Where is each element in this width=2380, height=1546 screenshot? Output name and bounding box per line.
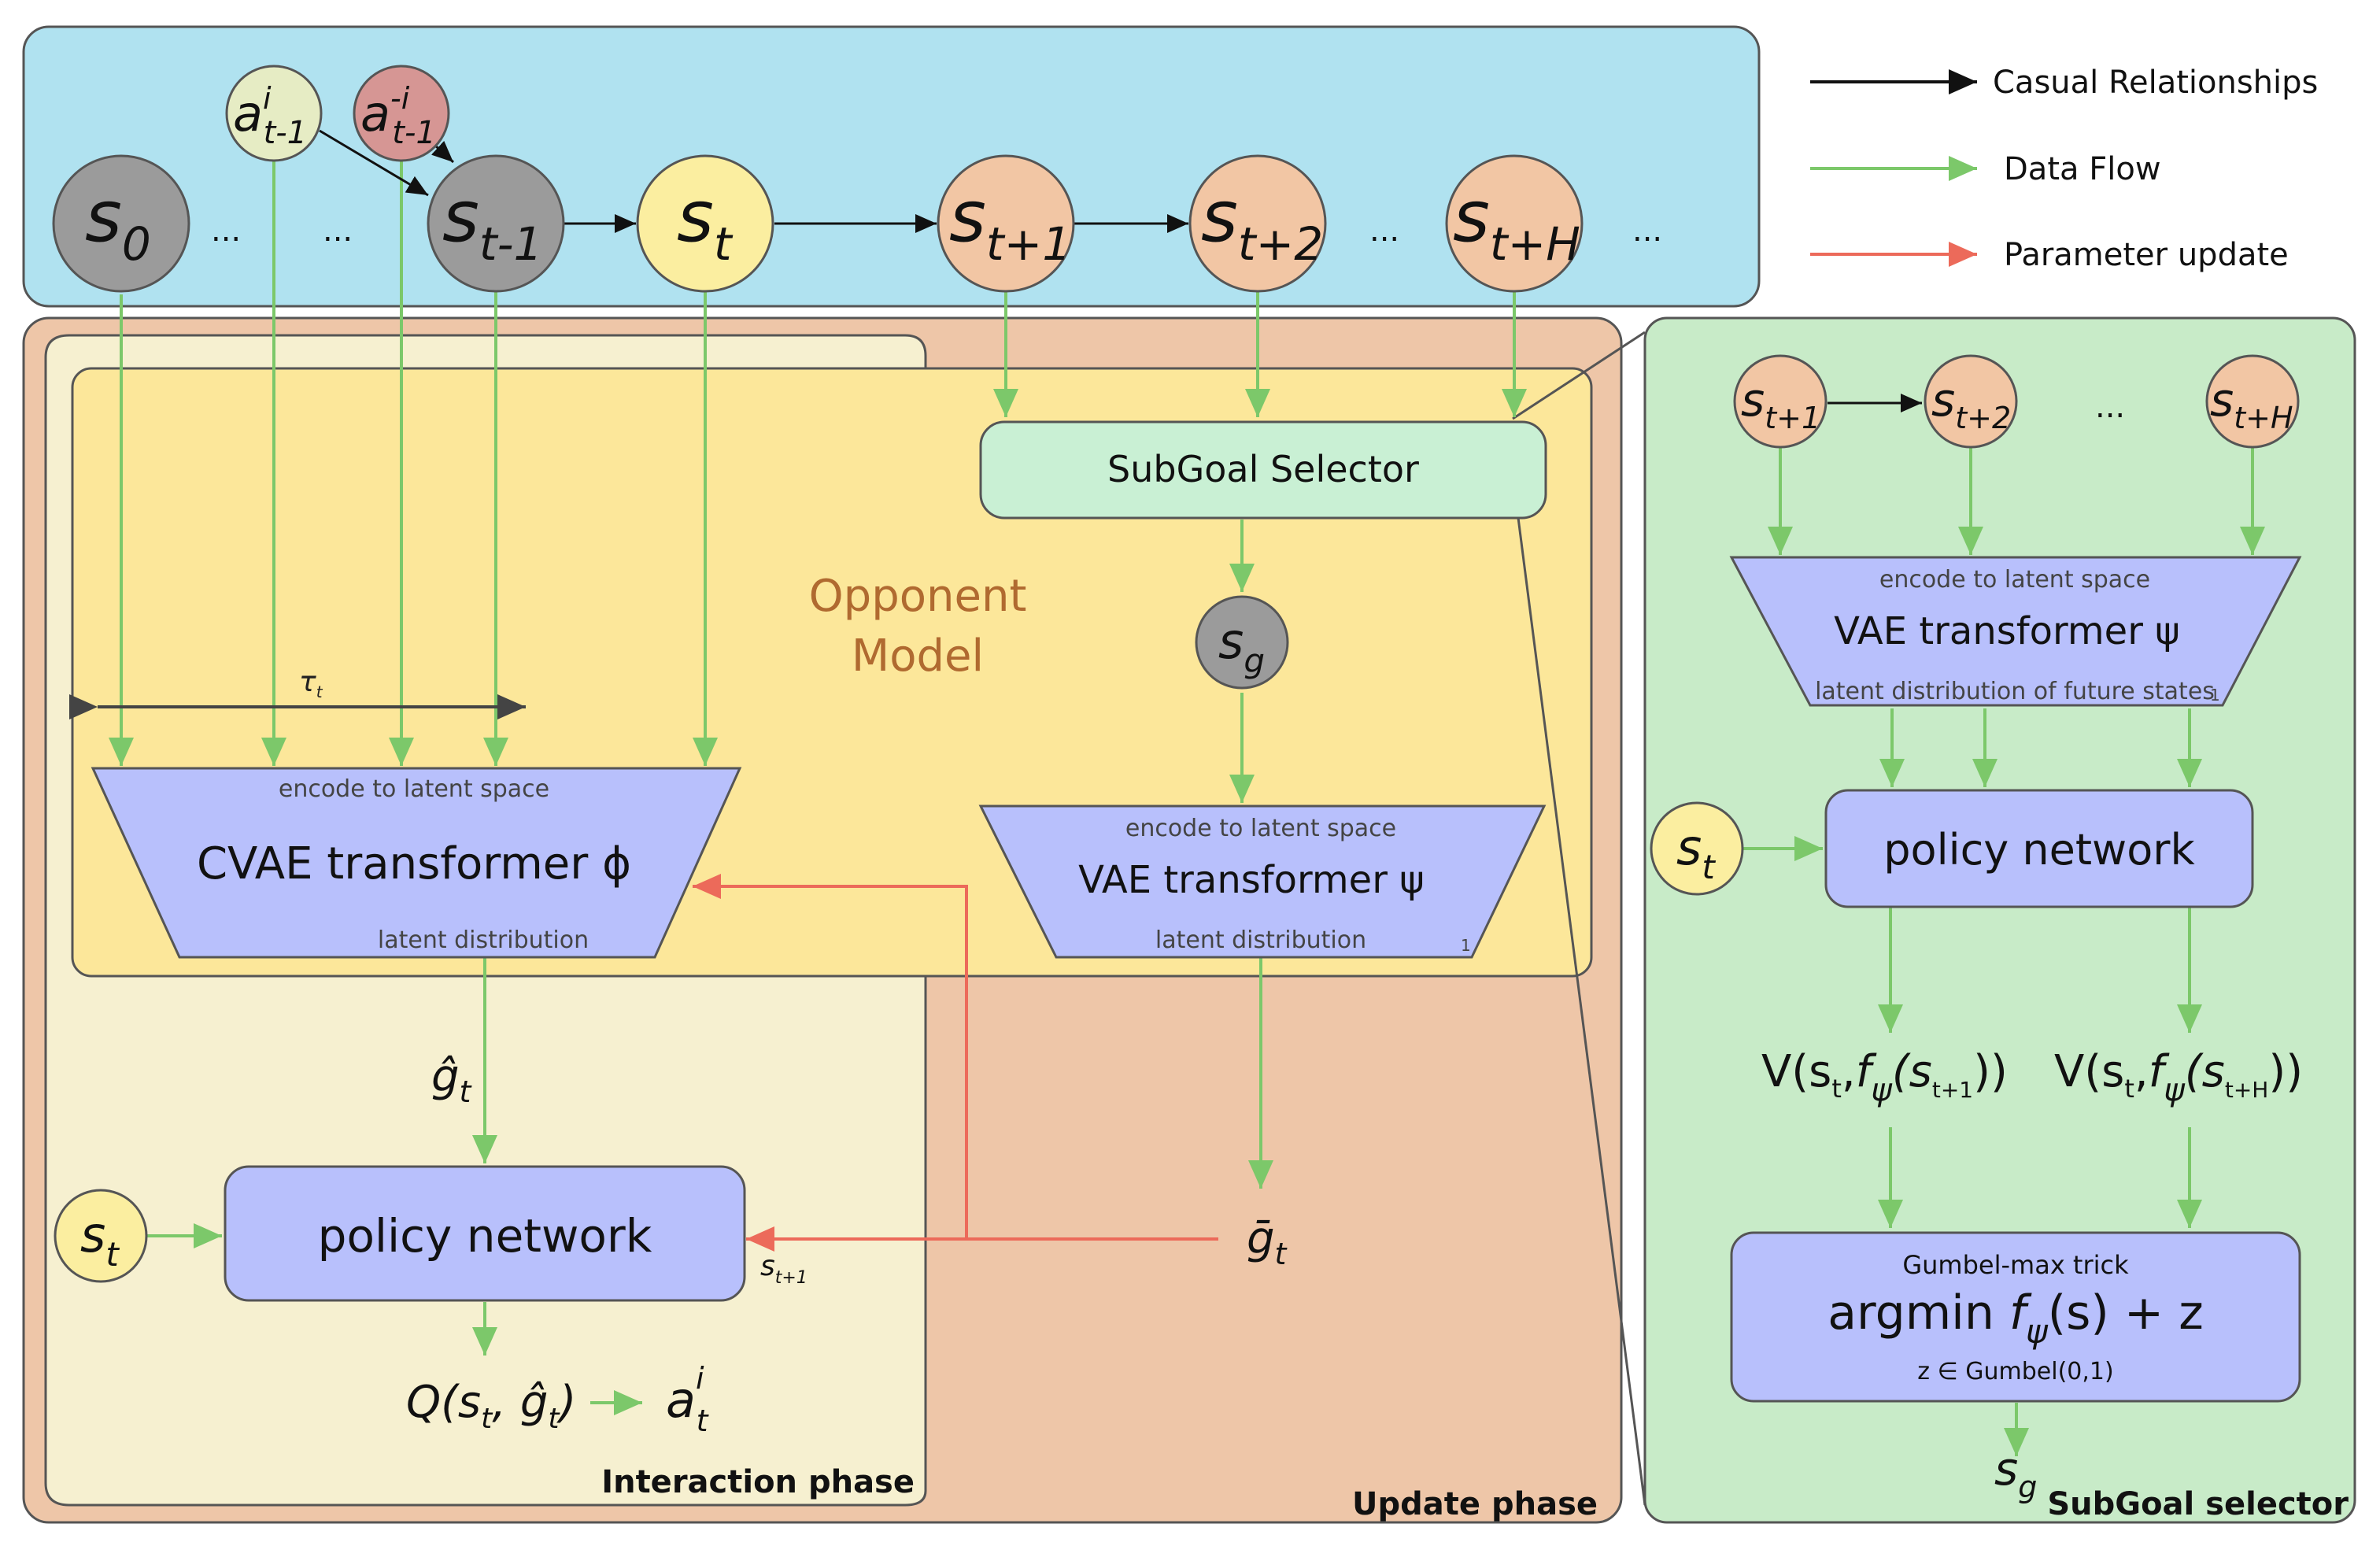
value-expression-2: V(st,fψ(st+H))	[2054, 1046, 2303, 1108]
subgoal-node-s-g: sg	[1195, 595, 1289, 690]
svg-text:st: st	[80, 1206, 120, 1274]
legend-causal-label: Casual Relationships	[1993, 65, 2318, 101]
gumbel-top-label: Gumbel-max trick	[1902, 1250, 2129, 1280]
rp-state-node-s-t: st	[1650, 801, 1744, 896]
vae-bottom-label: latent distribution	[1155, 926, 1366, 954]
parameter-update-arrows	[693, 874, 1218, 1252]
svg-text:policy network: policy network	[1883, 825, 2195, 875]
ellipsis-2: ...	[323, 213, 353, 249]
svg-text:st: st	[677, 176, 734, 271]
vae-index: 1	[1461, 936, 1471, 955]
svg-text:policy network: policy network	[318, 1209, 652, 1263]
legend-dataflow-label: Data Flow	[2004, 151, 2161, 187]
state-node-s0: s0	[52, 154, 190, 293]
causal-arrows	[319, 129, 1922, 412]
zoom-line-bottom	[1516, 511, 1646, 1506]
state-node-s-t-plus-2: st+2	[1188, 154, 1327, 293]
svg-text:st+H: st+H	[1453, 176, 1580, 271]
opponent-model-label-1: Opponent	[809, 571, 1027, 622]
data-flow-arrows	[109, 146, 2265, 1456]
svg-text:sg: sg	[1218, 612, 1265, 680]
svg-text:ait-1: ait-1	[233, 81, 307, 151]
tau-label: τt	[299, 666, 323, 701]
svg-text:st+H: st+H	[2210, 373, 2293, 435]
cvae-bottom-label: latent distribution	[378, 926, 589, 954]
rp-vae-transformer-block: encode to latent space VAE transformer ψ…	[1729, 556, 2302, 707]
interaction-phase-label: Interaction phase	[601, 1464, 915, 1500]
gumbel-argmin-expression: argmin fψ(s) + z	[1828, 1285, 2204, 1351]
q-value-expression: Q(st, ĝt)	[406, 1377, 576, 1435]
svg-text:st-1: st-1	[442, 176, 542, 271]
gumbel-bottom-label: z ∈ Gumbel(0,1)	[1917, 1358, 2113, 1385]
ellipsis-3: ...	[1369, 213, 1399, 249]
svg-text:st+1: st+1	[1741, 373, 1820, 435]
rp-state-node-s-t-plus-2: st+2	[1924, 354, 2018, 449]
svg-text:st+2: st+2	[1931, 373, 2011, 435]
rp-vae-top-label: encode to latent space	[1879, 566, 2150, 594]
ellipsis-1: ...	[211, 213, 241, 249]
rp-policy-network-block: policy network	[1824, 789, 2254, 908]
rp-state-node-s-t-plus-h: st+H	[2205, 354, 2300, 449]
g-bar-label: ḡt	[1247, 1213, 1288, 1271]
rp-vae-title: VAE transformer ψ	[1834, 609, 2180, 653]
subgoal-selector-box: SubGoal Selector	[979, 420, 1547, 520]
state-node-s-t-interaction: st	[54, 1189, 148, 1283]
legend-param-label: Parameter update	[2004, 237, 2289, 273]
s-next-label: st+1	[760, 1250, 808, 1288]
state-node-s-t-minus-1: st-1	[427, 154, 565, 293]
vae-title: VAE transformer ψ	[1078, 858, 1425, 902]
rp-vae-bottom-label: latent distribution of future states	[1815, 678, 2215, 705]
cvae-transformer-block: encode to latent space CVAE transformer …	[91, 767, 742, 959]
state-node-s-t-plus-h: st+H	[1445, 154, 1584, 293]
svg-text:st+2: st+2	[1201, 176, 1323, 271]
cvae-top-label: encode to latent space	[279, 775, 549, 803]
rp-subgoal-output: sg	[1994, 1442, 2037, 1504]
gumbel-max-block: Gumbel-max trick argmin fψ(s) + z z ∈ Gu…	[1730, 1231, 2301, 1403]
svg-text:s0: s0	[85, 176, 151, 271]
policy-network-block: policy network	[224, 1165, 746, 1302]
svg-text:st+1: st+1	[949, 176, 1071, 271]
svg-text:st: st	[1676, 819, 1716, 886]
state-node-s-t: st	[636, 154, 774, 293]
opponent-model-label-2: Model	[852, 631, 984, 682]
rp-vae-index: 1	[2210, 686, 2220, 705]
vae-top-label: encode to latent space	[1125, 815, 1396, 842]
cvae-title: CVAE transformer ϕ	[197, 838, 631, 890]
value-expression-1: V(st,fψ(st+1))	[1761, 1046, 2008, 1108]
ellipsis-4: ...	[1632, 213, 1662, 249]
g-hat-label: ĝt	[431, 1051, 473, 1109]
zoom-line-top	[1512, 331, 1646, 420]
rp-state-node-s-t-plus-1: st+1	[1733, 354, 1828, 449]
rp-ellipsis: ...	[2095, 389, 2125, 425]
vae-transformer-block: encode to latent space VAE transformer ψ…	[978, 804, 1547, 959]
svg-text:a-it-1: a-it-1	[360, 81, 436, 151]
state-node-s-t-plus-1: st+1	[937, 154, 1075, 293]
subgoal-selector-panel-label: SubGoal selector	[2047, 1486, 2349, 1522]
update-phase-label: Update phase	[1352, 1486, 1598, 1522]
svg-text:SubGoal Selector: SubGoal Selector	[1107, 448, 1419, 490]
legend: Casual Relationships Data Flow Parameter…	[1810, 65, 2318, 273]
